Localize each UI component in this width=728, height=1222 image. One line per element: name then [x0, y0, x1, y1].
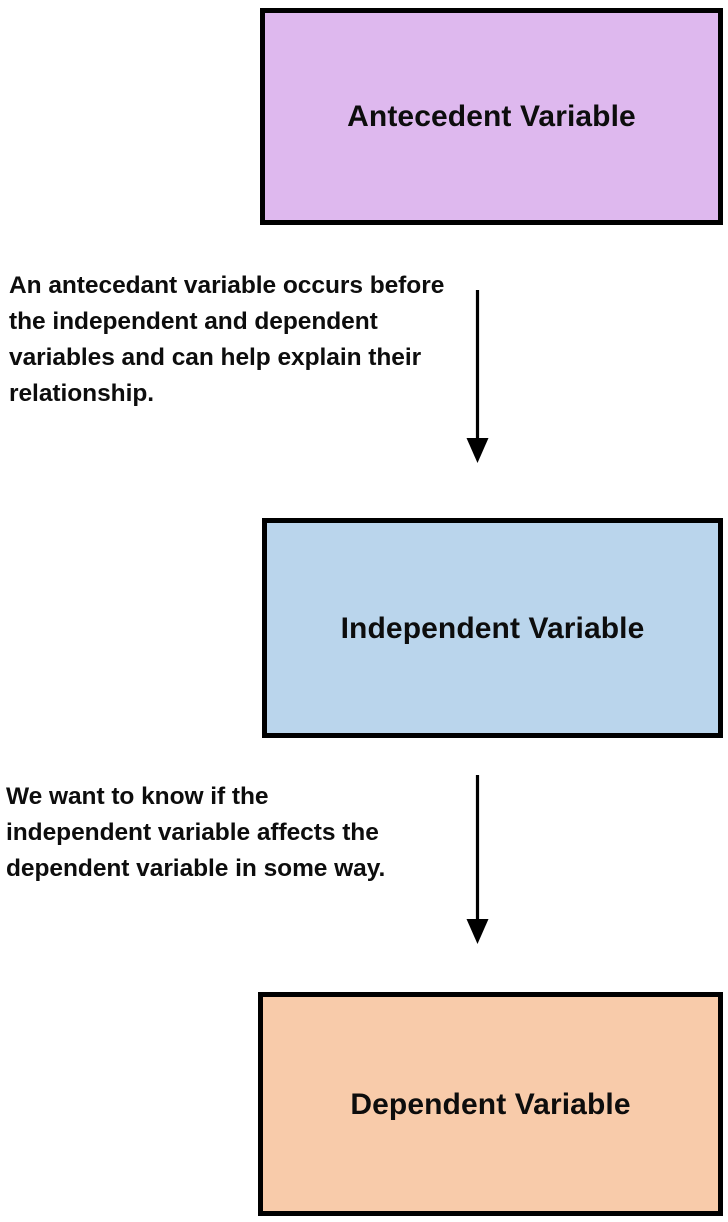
arrow-antecedent-to-independent-icon	[466, 290, 489, 463]
node-antecedent-variable[interactable]: Antecedent Variable	[260, 8, 723, 225]
node-dependent-variable[interactable]: Dependent Variable	[258, 992, 723, 1216]
annotation-antecedent-note: An antecedant variable occurs before the…	[9, 272, 445, 407]
node-antecedent-variable-label: Antecedent Variable	[347, 100, 636, 133]
node-independent-variable[interactable]: Independent Variable	[262, 518, 723, 738]
node-independent-variable-label: Independent Variable	[340, 611, 645, 645]
node-dependent-variable-label: Dependent Variable	[350, 1087, 631, 1121]
arrow-independent-to-dependent-icon	[466, 775, 489, 944]
annotation-independent-note: We want to know if the independent varia…	[6, 783, 386, 882]
